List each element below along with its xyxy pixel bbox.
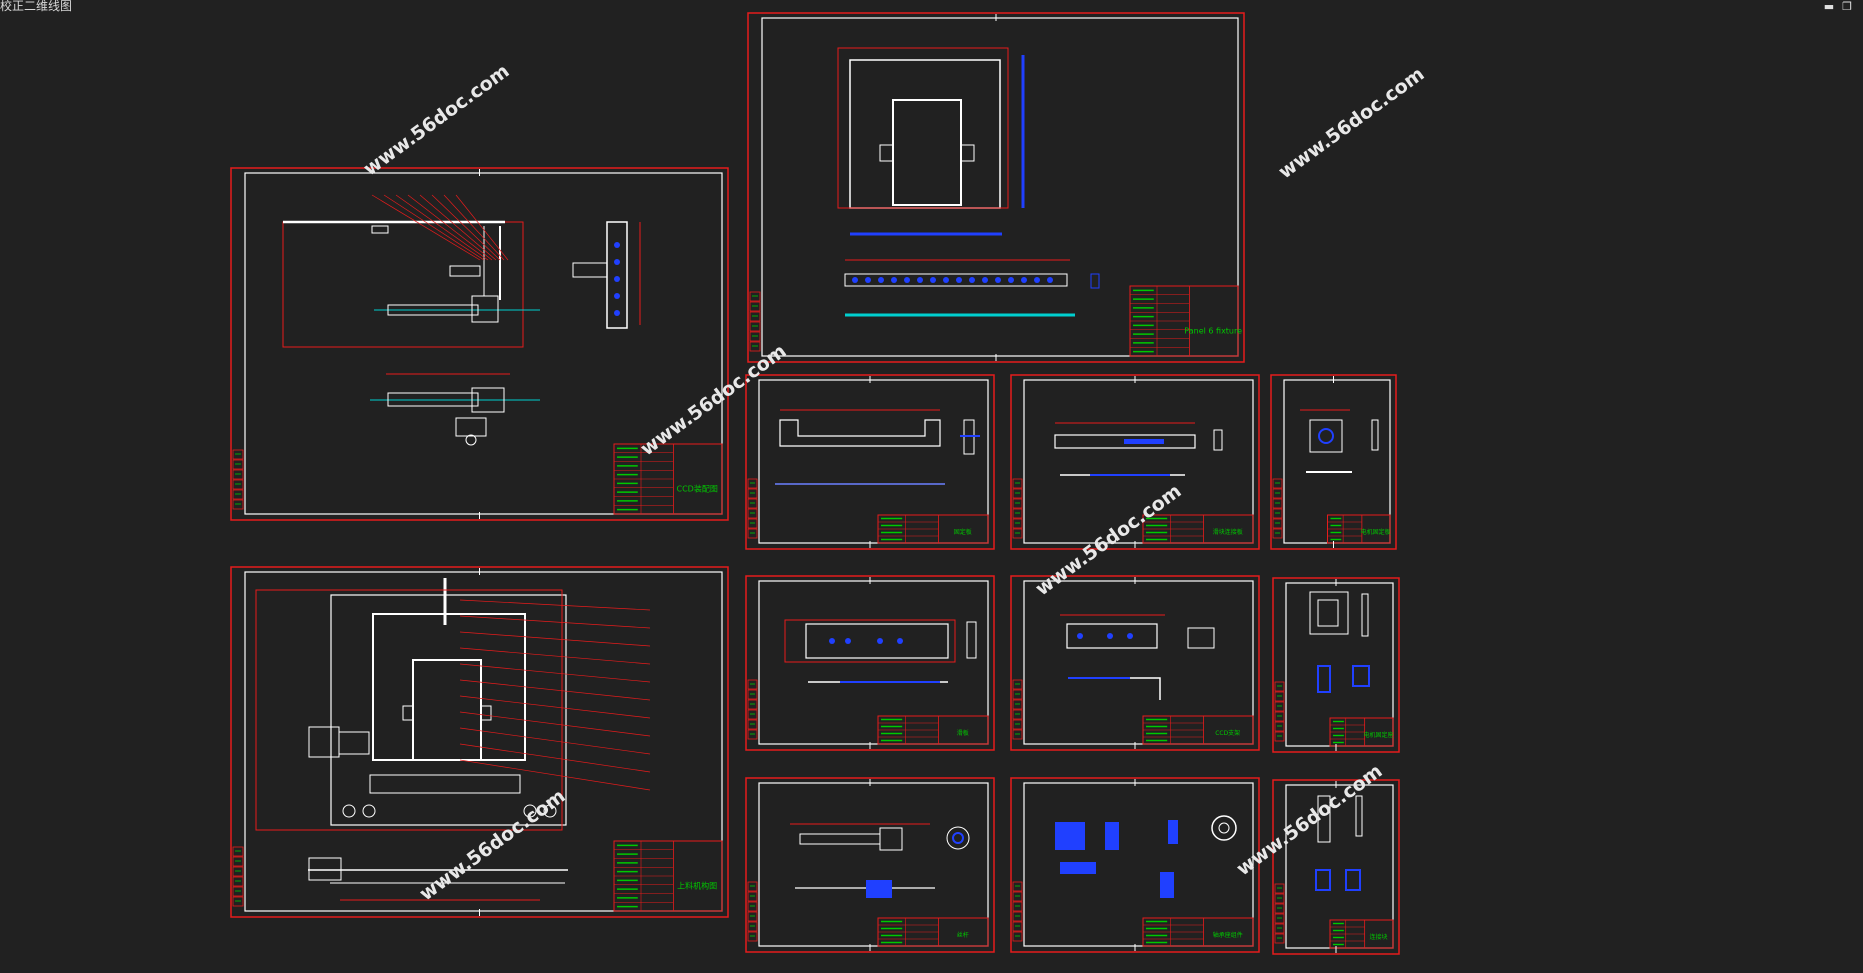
- sheet-title: 滑块连接板: [1213, 528, 1243, 536]
- watermark-text: www.56doc.com: [1274, 63, 1428, 183]
- drawing-sheet-bracket[interactable]: 固定板: [745, 374, 995, 550]
- title-block: 滑板: [877, 715, 989, 745]
- revision-strip: [749, 291, 761, 352]
- drawing-geometry: [775, 409, 980, 485]
- window-title: 校正二维线图: [0, 0, 73, 13]
- sheet-border: [1023, 580, 1254, 745]
- sheet-border: [244, 172, 723, 515]
- sheet-border: [758, 379, 989, 544]
- drawing-sheet-pcb-panel[interactable]: Panel 6 fixture: [747, 12, 1245, 363]
- drawing-geometry: [1054, 422, 1223, 476]
- sheet-outer-frame: [1010, 374, 1260, 550]
- revision-strip: [1012, 478, 1023, 539]
- revision-strip: [1274, 681, 1285, 742]
- drawing-geometry: [837, 47, 1100, 317]
- sheet-outer-frame: [745, 575, 995, 751]
- revision-strip: [1012, 881, 1023, 942]
- drawing-sheet-small-block-2[interactable]: 电机固定座: [1272, 577, 1400, 753]
- watermark-text: www.56doc.com: [636, 340, 790, 460]
- sheet-outer-frame: [747, 12, 1245, 363]
- sheet-title: 连接块: [1370, 933, 1388, 941]
- sheet-title: CCD支架: [1215, 729, 1240, 737]
- minimize-icon[interactable]: ▬: [1823, 0, 1835, 13]
- drawing-geometry: [1315, 795, 1363, 891]
- drawing-sheet-small-block-3[interactable]: 连接块: [1272, 779, 1400, 955]
- title-block: 轴承座组件: [1142, 917, 1254, 947]
- sheet-outer-frame: [745, 777, 995, 953]
- sheet-border: [1023, 379, 1254, 544]
- revision-strip: [232, 846, 244, 907]
- sheet-title: 轴承座组件: [1213, 931, 1243, 939]
- drawing-geometry: [255, 578, 651, 901]
- sheet-outer-frame: [1010, 777, 1260, 953]
- drawing-sheet-ccd-assembly[interactable]: CCD装配图: [230, 167, 729, 521]
- sheet-border: [758, 782, 989, 947]
- title-block: 固定板: [877, 514, 989, 544]
- drawing-geometry: [1060, 614, 1215, 700]
- sheet-border: [244, 571, 723, 912]
- revision-strip: [232, 449, 244, 510]
- sheet-outer-frame: [230, 566, 729, 918]
- sheet-border: [761, 17, 1239, 357]
- drawing-sheet-small-block-1[interactable]: 电机固定板: [1270, 374, 1397, 550]
- drawing-sheet-slide-plate[interactable]: 滑块连接板: [1010, 374, 1260, 550]
- drawing-geometry: [1055, 815, 1237, 898]
- drawing-sheet-slider[interactable]: 滑板: [745, 575, 995, 751]
- sheet-title: 电机固定板: [1361, 528, 1391, 536]
- drawing-geometry: [784, 619, 977, 683]
- sheet-title: 电机固定座: [1364, 731, 1394, 739]
- sheet-title: Panel 6 fixture: [1184, 327, 1242, 336]
- title-block: 丝杆: [877, 917, 989, 947]
- title-block: 电机固定座: [1329, 717, 1394, 747]
- sheet-title: CCD装配图: [676, 484, 717, 494]
- sheet-title: 固定板: [954, 528, 972, 536]
- title-block: 上料机构图: [613, 840, 723, 912]
- drawing-sheet-fixture-assembly[interactable]: 上料机构图: [230, 566, 729, 918]
- sheet-outer-frame: [745, 374, 995, 550]
- sheet-outer-frame: [1270, 374, 1397, 550]
- revision-strip: [1272, 478, 1283, 539]
- window-controls: ▬ ❐: [1823, 1, 1853, 13]
- revision-strip: [1012, 679, 1023, 740]
- sheet-border: [1023, 782, 1254, 947]
- watermark-text: www.56doc.com: [359, 60, 513, 180]
- revision-strip: [747, 478, 758, 539]
- drawing-sheet-misc-parts[interactable]: 轴承座组件: [1010, 777, 1260, 953]
- revision-strip: [747, 881, 758, 942]
- title-block: 滑块连接板: [1142, 514, 1254, 544]
- drawing-sheet-motor-shaft[interactable]: 丝杆: [745, 777, 995, 953]
- drawing-geometry: [1300, 409, 1379, 473]
- title-block: Panel 6 fixture: [1129, 285, 1242, 357]
- sheet-outer-frame: [1010, 575, 1260, 751]
- watermark-text: www.56doc.com: [415, 785, 569, 905]
- revision-strip: [1274, 883, 1285, 944]
- revision-strip: [747, 679, 758, 740]
- sheet-title: 丝杆: [957, 931, 969, 939]
- drawing-sheet-ccd-mount[interactable]: CCD支架: [1010, 575, 1260, 751]
- title-block: CCD支架: [1142, 715, 1254, 745]
- title-block: 电机固定板: [1327, 514, 1391, 544]
- sheet-outer-frame: [230, 167, 729, 521]
- sheet-outer-frame: [1272, 577, 1400, 753]
- title-block: 连接块: [1329, 919, 1394, 949]
- drawing-geometry: [1309, 591, 1370, 693]
- sheet-title: 滑板: [957, 729, 969, 737]
- sheet-outer-frame: [1272, 779, 1400, 955]
- sheet-border: [758, 580, 989, 745]
- restore-icon[interactable]: ❐: [1842, 0, 1852, 13]
- title-block: CCD装配图: [613, 443, 723, 515]
- drawing-geometry: [790, 823, 970, 898]
- sheet-title: 上料机构图: [677, 881, 717, 891]
- drawing-geometry: [282, 194, 641, 446]
